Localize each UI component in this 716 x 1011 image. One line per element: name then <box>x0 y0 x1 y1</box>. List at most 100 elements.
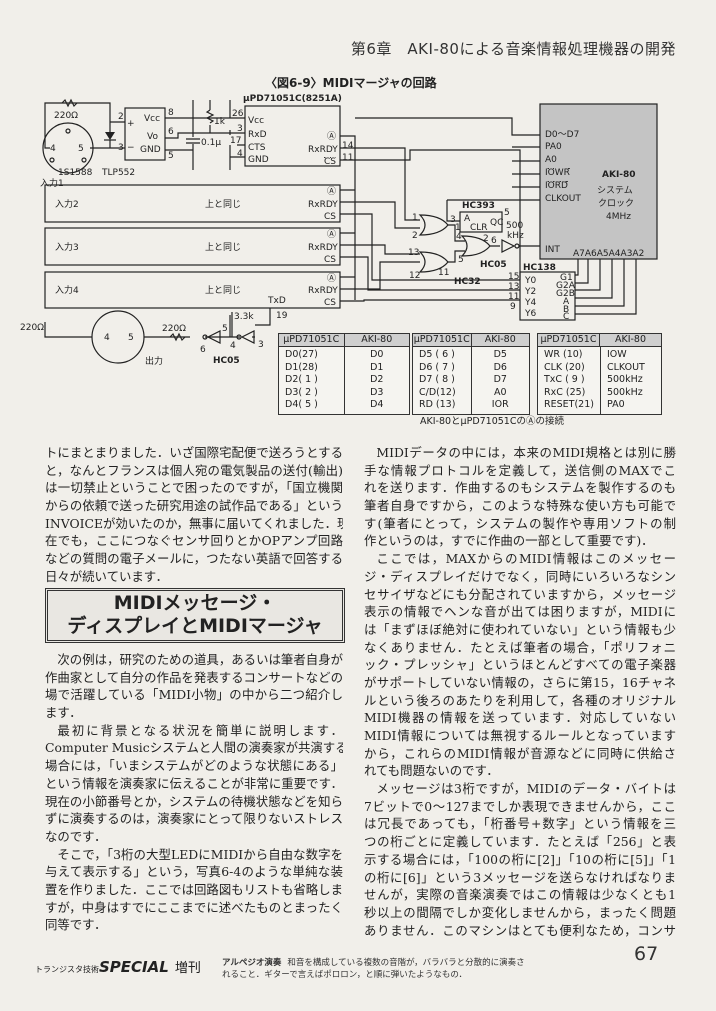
logo-small-text: トランジスタ技術 <box>35 965 99 974</box>
text-line: 作曲家として自分の作品を発表するコンサートなどの <box>45 669 343 685</box>
diagram-label: RxD <box>248 130 267 140</box>
text-line: ック・プレッシャ」というほとんどすべての電子楽器 <box>364 657 676 673</box>
page-number: 67 <box>634 943 659 965</box>
text-line: 在でも，ここにつなぐセンサ回りとかOPアンプ回路 <box>45 533 343 549</box>
table-cell: D5 <box>493 349 507 360</box>
table-cell: D6 <box>493 361 507 373</box>
diagram-label: 11 <box>508 292 519 302</box>
glossary-term: アルペジオ演奏 <box>222 958 282 968</box>
diagram-label: 入力3 <box>55 241 79 253</box>
text-line: トにまとまりました．いざ国際宅配便で送ろうとする <box>45 445 343 460</box>
diagram-label: 入力4 <box>55 284 79 296</box>
diagram-label: RxRDY <box>308 286 338 296</box>
text-line: 示する場合には，「100の桁に[2]」「10の桁に[5]」「1 <box>364 851 676 867</box>
diagram-label: AKI-80 <box>361 334 393 345</box>
diagram-label: G1 <box>560 273 573 283</box>
diagram-label: 3 <box>118 143 124 153</box>
diagram-label: − <box>127 143 135 153</box>
diagram-label: 3 <box>237 124 243 134</box>
capacitor-icon <box>186 138 200 144</box>
text-line: せんが，実際の音楽演奏ではこの情報は少なくとも1 <box>364 887 676 903</box>
text-line: 7ビットで0〜127までしか表現できませんから，ここ <box>364 798 676 814</box>
diagram-label: Ⓐ <box>327 229 336 240</box>
table-cell: D4 <box>370 399 384 410</box>
diagram-label: 14 <box>342 141 354 151</box>
diagram-label: PA0 <box>545 142 562 152</box>
table-cell: D0 <box>370 349 384 360</box>
text-line: から，これらのMIDI情報が音源などに同時に供給さ <box>364 745 676 761</box>
diagram-label: 5 <box>222 324 228 334</box>
diagram-label: クロック <box>598 198 634 209</box>
table-cell: D7 <box>493 374 507 385</box>
diagram-label: 3 <box>258 340 264 350</box>
resistor-icon <box>169 332 186 342</box>
diagram-label: Y4 <box>524 298 536 308</box>
right-column: MIDIデータの中には，本来のMIDI規格とは別に勝手な情報プロトコルを定義して… <box>364 444 676 939</box>
table-cell: D3( 2 ) <box>285 386 318 398</box>
text-line: INVOICEが効いたのか，無事に届いてくれました．現 <box>45 515 343 531</box>
opto-label: TLP552 <box>101 168 135 178</box>
or-gate-icon <box>460 235 491 257</box>
heading-line: ディスプレイとMIDIマージャ <box>67 615 323 637</box>
text-line: ここでは，MAXからのMIDI情報はこのメッセー <box>376 551 676 567</box>
glossary-text: れること．ギターで言えばポロロン，と順に弾いたようなもの． <box>222 970 468 980</box>
diagram-label: 4 <box>230 341 236 351</box>
table-caption: AKI-80とμPD71051CのⒶの接続 <box>420 416 564 427</box>
text-line: れても問題ないのです． <box>364 763 499 779</box>
inverter-icon <box>501 239 516 253</box>
diagram-label: G2A <box>556 281 576 291</box>
aki80-board <box>539 103 658 260</box>
text-line: がサポートしていない情報の，さらに第15，16チャネ <box>364 674 676 690</box>
uart-chip-label: μPD71051C(8251A) <box>243 94 342 104</box>
text-line: 同等です． <box>45 917 107 933</box>
text-line: そこで，「3桁の大型LEDにMIDIから自由な数字を <box>57 846 343 862</box>
table-cell: WR (10) <box>544 349 583 360</box>
input1-label: 入力1 <box>40 177 64 189</box>
or-gate-icon <box>418 214 449 236</box>
table-cell: D6 ( 7 ) <box>419 361 455 373</box>
chapter-header: 第6章 AKI-80による音楽情報処理機器の開発 <box>350 40 676 58</box>
table-cell: RESET(21) <box>544 399 594 410</box>
diagram-label: 9 <box>510 302 516 312</box>
diagram-label: 26 <box>232 109 244 119</box>
diagram-label: CLR <box>470 223 488 233</box>
diagram-label: RxRDY <box>308 243 338 253</box>
logo-suffix: 増刊 <box>174 961 201 976</box>
diagram-label: Vcc <box>248 116 264 126</box>
diagram-label: CTS <box>248 143 266 153</box>
table-cell: D2( 1 ) <box>285 374 318 385</box>
diagram-label: Ⓐ <box>327 273 336 284</box>
diagram-label: 5 <box>128 333 134 343</box>
resistor-icon <box>205 109 215 124</box>
diagram-label: 12 <box>409 271 420 281</box>
text-line: ずに演奏するのは，演奏家にとって限りないストレス <box>45 811 343 827</box>
text-line: Computer Musicシステムと人間の演奏家が共演する <box>45 740 343 756</box>
pin-label: 4 <box>50 144 56 154</box>
diagram-label: QC <box>490 218 503 228</box>
text-line: という情報を演奏家に伝えることが非常に重要です． <box>45 775 343 791</box>
diagram-label: 17 <box>230 136 241 146</box>
text-line: なのです． <box>45 828 107 844</box>
text-line: 作というのは，すでに作曲の一部として重要です)． <box>364 533 654 549</box>
diagram-label: A0 <box>545 155 557 165</box>
diagram-label: 入力2 <box>55 198 79 210</box>
diagram-label: 4 <box>456 232 462 242</box>
diagram-label: 上と同じ <box>205 199 241 210</box>
diagram-label: Ⓐ <box>327 186 336 197</box>
diagram-label: 1 <box>412 213 418 223</box>
diagram-label: 8 <box>168 108 174 118</box>
figure-title: 〈図6-9〉MIDIマージャの回路 <box>265 76 437 90</box>
diagram-label: 2 <box>118 112 124 122</box>
diagram-label: 4 <box>237 149 243 159</box>
diagram-label: 上と同じ <box>205 285 241 296</box>
hc05-label: HC05 <box>480 260 507 270</box>
table-cell: C/D(12) <box>419 386 456 398</box>
text-line: からの依頼で送った研究用途の試作品である」という <box>45 498 343 514</box>
diagram-label: C <box>563 312 569 322</box>
diagram-label: 1 <box>455 223 461 233</box>
